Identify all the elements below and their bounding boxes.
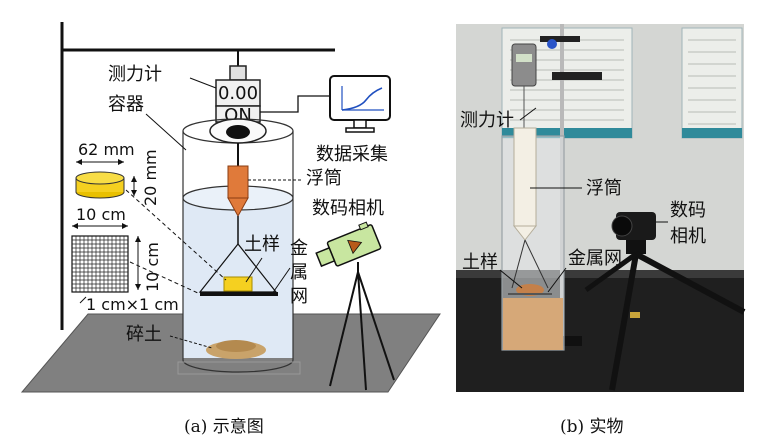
gauge-top	[229, 65, 247, 81]
photo-label-camera-1: 数码	[670, 200, 706, 221]
tripod-leg-mid	[357, 271, 367, 391]
leader-mesh	[271, 267, 291, 295]
label-metal-mesh-1: 金	[290, 238, 308, 259]
label-dim-10cm-h: 10 cm	[76, 205, 126, 224]
dim-62mm-arrow-l	[76, 159, 82, 165]
label-dim-grid: 1 cm×1 cm	[86, 295, 179, 314]
debris-pile-top	[216, 340, 256, 352]
monitor-stand	[353, 119, 367, 129]
photo-force-gauge-screen	[516, 54, 532, 62]
dim-10cm-h-arrow-l	[72, 223, 78, 229]
photo-force-gauge	[511, 43, 537, 87]
label-soil-sample: 土样	[244, 234, 280, 255]
photo-tripod-leg-3	[584, 251, 638, 293]
caption-panel-b: (b) 实物	[560, 417, 624, 437]
label-debris: 碎土	[126, 324, 162, 345]
float-tube	[227, 165, 249, 199]
gauge-sensor	[226, 125, 250, 139]
label-float-tube: 浮筒	[306, 168, 342, 189]
label-force-gauge: 测力计	[108, 64, 162, 85]
photo-label-float-tube: 浮筒	[586, 178, 622, 199]
grid-pointer	[79, 296, 87, 304]
tripod-leg-left	[329, 271, 359, 387]
label-metal-mesh-3: 网	[290, 286, 308, 307]
cylinder-bottom	[182, 359, 294, 373]
photo-table-edge	[456, 270, 744, 278]
leader-debris	[169, 335, 213, 349]
photo-label-soil-sample: 土样	[462, 252, 498, 273]
label-dim-20mm: 20 mm	[141, 149, 160, 206]
float-tube-tip	[227, 197, 249, 218]
camera-lens	[315, 246, 336, 268]
dim-10cm-v-arrow-b	[135, 284, 141, 290]
photo-clamp-1	[540, 36, 580, 42]
leader-container	[145, 113, 187, 151]
photo-tripod-ring	[630, 312, 640, 318]
cylinder-base	[177, 361, 301, 375]
photo-label-metal-mesh: 金属网	[568, 248, 622, 269]
dim-10cm-v-arrow-t	[135, 236, 141, 242]
monitor-base	[345, 127, 375, 133]
caption-panel-a: (a) 示意图	[184, 417, 264, 437]
leader-force-gauge	[189, 77, 217, 89]
metal-mesh-plate	[200, 292, 278, 296]
mesh-grid	[71, 235, 129, 293]
photo-camera-lens	[611, 215, 633, 237]
camera-play-icon	[347, 239, 363, 255]
photo-float-tube	[513, 127, 537, 227]
poster-left-border	[502, 128, 632, 138]
photo-mesh-string-l	[511, 239, 526, 289]
gauge-display-value: 0.00	[218, 83, 258, 104]
dim-10cm-h-arrow-r	[122, 223, 128, 229]
photo-tripod-leg-1	[609, 253, 639, 391]
photo-leader-gauge	[519, 107, 537, 121]
label-metal-mesh-2: 属	[290, 262, 308, 283]
soil-sample-block	[223, 276, 253, 292]
camera-top-knob	[358, 221, 369, 231]
leader-soil	[245, 257, 263, 283]
label-camera: 数码相机	[312, 198, 384, 219]
monitor-screen	[329, 75, 391, 121]
photo-tripod-head	[626, 240, 646, 254]
proj-disk-to-sample	[125, 189, 227, 281]
label-dim-10cm-v: 10 cm	[143, 242, 162, 292]
tripod-leg-right	[357, 271, 395, 381]
photo-leader-soil	[499, 269, 523, 289]
dim-20mm-arrow-t	[131, 176, 137, 182]
photo-float-tip	[512, 225, 538, 241]
panel-a-schematic: 0.00 ON	[20, 22, 441, 437]
poster-right-border	[682, 128, 742, 138]
photo-mesh-string-r	[524, 239, 549, 289]
dim-20mm-arrow-b	[131, 190, 137, 196]
poster-right-text-lines	[688, 39, 736, 125]
dim-62mm-arrow-r	[118, 159, 124, 165]
photo-leader-mesh	[547, 267, 567, 293]
label-dim-62mm: 62 mm	[78, 140, 135, 159]
label-container: 容器	[108, 94, 144, 115]
photo-muddy-water	[503, 298, 563, 350]
photo-clamp-2	[552, 72, 602, 80]
photo-label-force-gauge: 测力计	[460, 110, 514, 131]
monitor-chart-curve	[341, 87, 383, 111]
panel-b-photo: 测力计 浮筒 数码 相机 土样 金属网 (b) 实物	[456, 24, 746, 437]
sample-disk-top	[75, 171, 125, 185]
label-data-acquisition: 数据采集	[316, 144, 388, 165]
poster-right	[681, 27, 743, 139]
photo-clamp-knob	[547, 39, 557, 49]
photo-label-camera-2: 相机	[670, 226, 706, 247]
photo-tripod-leg-2	[634, 251, 746, 315]
proj-grid-to-mesh	[129, 261, 201, 295]
camera-assembly	[315, 221, 382, 268]
gauge-cable	[260, 95, 330, 113]
